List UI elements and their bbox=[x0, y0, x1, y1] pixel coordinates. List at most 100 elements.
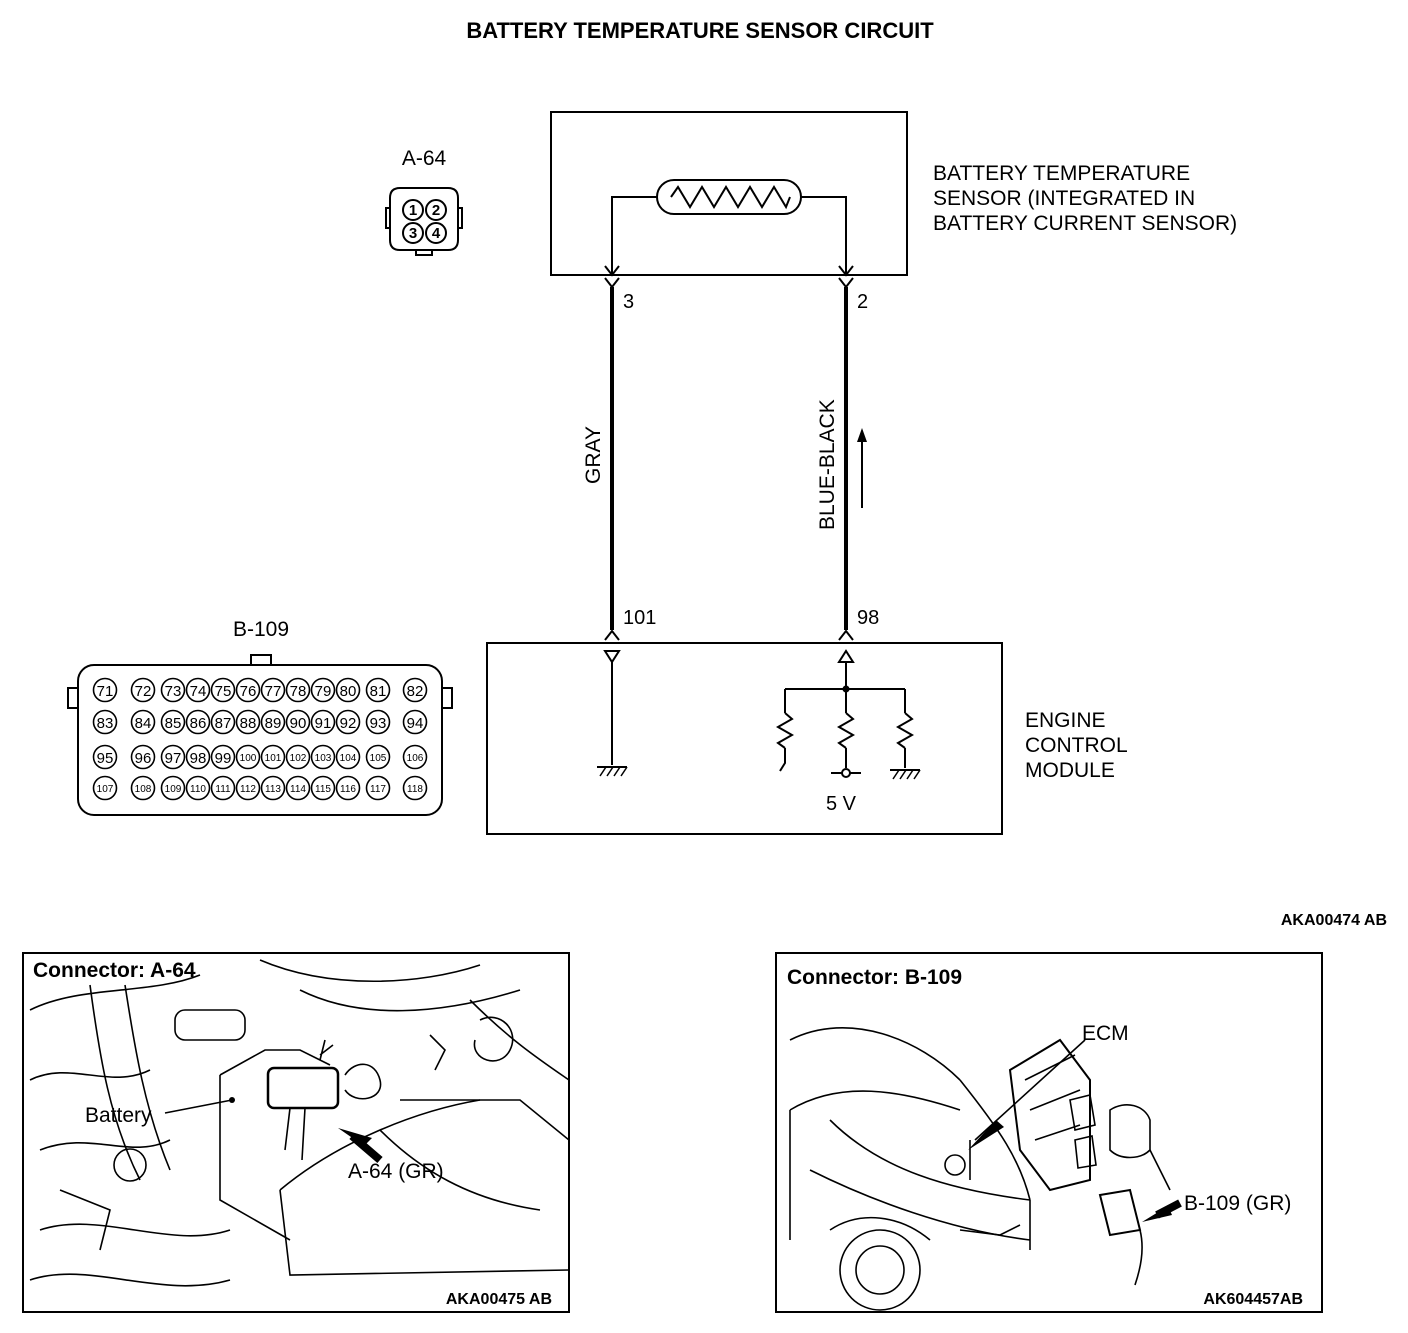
current-flow-arrow bbox=[857, 428, 867, 508]
connector-b109-pin-circle bbox=[130, 677, 156, 703]
panel-b109-connector-callout: B-109 (GR) bbox=[1184, 1192, 1291, 1215]
connector-b109-pin-circle bbox=[160, 744, 186, 770]
ecm-box bbox=[486, 629, 1003, 835]
connector-b109-pin-circle bbox=[92, 744, 118, 770]
connector-b109-pin: 85 bbox=[165, 715, 182, 732]
connector-b109-pin-circle bbox=[402, 744, 428, 770]
connector-b109-pin-circle bbox=[210, 775, 236, 801]
connector-b109-pin: 87 bbox=[215, 715, 232, 732]
diagram-reference: AKA00474 AB bbox=[1281, 912, 1387, 929]
connector-b109-pin: 105 bbox=[370, 753, 387, 764]
connector-b109-pin-circle bbox=[210, 709, 236, 735]
panel-b109-reference: AK604457AB bbox=[1203, 1291, 1303, 1308]
connector-b109-pin-circle bbox=[402, 709, 428, 735]
connector-b109-pin: 78 bbox=[290, 683, 307, 700]
connector-b109-pin-circle bbox=[92, 775, 118, 801]
engine-bay-illustration bbox=[29, 959, 569, 1287]
connector-b109-pin: 111 bbox=[215, 784, 231, 795]
connector-b109-face bbox=[67, 654, 453, 816]
connector-b109-pin-circle bbox=[92, 709, 118, 735]
connector-b109-pin-circle bbox=[185, 677, 211, 703]
connector-b109-pin: 81 bbox=[370, 683, 387, 700]
connector-b109-pin: 103 bbox=[315, 753, 332, 764]
connector-b109-pin: 99 bbox=[215, 750, 232, 767]
connector-b109-pin: 80 bbox=[340, 683, 357, 700]
connector-b109-pin: 114 bbox=[290, 784, 306, 795]
connector-a64-pin: 1 bbox=[409, 202, 417, 219]
ecm-pin-left: 101 bbox=[623, 607, 656, 629]
connector-b109-pin-circle bbox=[235, 677, 261, 703]
connector-b109-pin: 117 bbox=[370, 784, 386, 795]
connector-b109-pin: 97 bbox=[165, 750, 182, 767]
connector-b109-pin: 113 bbox=[265, 784, 281, 795]
connector-a64-pin: 2 bbox=[432, 202, 440, 219]
connector-b109-pin: 88 bbox=[240, 715, 257, 732]
panel-a64-title: Connector: A-64 bbox=[33, 959, 196, 982]
connector-b109-pin: 92 bbox=[340, 715, 357, 732]
connector-b109-pin: 101 bbox=[265, 753, 282, 764]
sensor-pin-left: 3 bbox=[623, 291, 634, 313]
connector-b109-pin-circle bbox=[92, 677, 118, 703]
ecm-voltage: 5 V bbox=[826, 793, 857, 815]
ecm-label: ENGINE CONTROL MODULE bbox=[1025, 709, 1133, 782]
ecm-label-line-1: ENGINE bbox=[1025, 709, 1106, 732]
connector-b109-pin: 100 bbox=[240, 753, 257, 764]
connector-b109-pin-circle bbox=[310, 744, 336, 770]
connector-b109-pin-circle bbox=[130, 709, 156, 735]
connector-a64-face bbox=[385, 187, 463, 256]
panel-connector-b109 bbox=[775, 952, 1323, 1313]
connector-b109-pin-circle bbox=[365, 744, 391, 770]
connector-b109-pin: 116 bbox=[340, 784, 356, 795]
connector-b109-label: B-109 bbox=[233, 618, 289, 641]
connector-b109-pin-circle bbox=[335, 744, 361, 770]
connector-b109-pin-circle bbox=[260, 744, 286, 770]
connector-b109-pin-circle bbox=[285, 775, 311, 801]
sensor-box bbox=[550, 111, 908, 289]
connector-b109-pin: 84 bbox=[135, 715, 152, 732]
ecm-label-line-2: CONTROL bbox=[1025, 734, 1127, 757]
page-title: BATTERY TEMPERATURE SENSOR CIRCUIT bbox=[466, 18, 934, 43]
connector-b109-pin-circle bbox=[235, 744, 261, 770]
connector-b109-pin-circle bbox=[235, 775, 261, 801]
connector-b109-pin: 96 bbox=[135, 750, 152, 767]
connector-b109-pin: 75 bbox=[215, 683, 232, 700]
connector-b109-pin-circle bbox=[260, 709, 286, 735]
sensor-pin-right: 2 bbox=[857, 291, 868, 313]
panel-a64-reference: AKA00475 AB bbox=[446, 1291, 552, 1308]
connector-b109-pin: 82 bbox=[407, 683, 424, 700]
connector-b109-pin-circle bbox=[402, 775, 428, 801]
panel-b109-title: Connector: B-109 bbox=[787, 966, 962, 989]
connector-b109-pin: 94 bbox=[407, 715, 424, 732]
connector-b109-pin: 79 bbox=[315, 683, 332, 700]
connector-a64-pin: 4 bbox=[432, 225, 441, 242]
connector-b109-pin-circle bbox=[365, 775, 391, 801]
connector-b109-pin-circle bbox=[335, 677, 361, 703]
connector-b109-pin: 95 bbox=[97, 750, 114, 767]
connector-b109-pin-circle bbox=[365, 677, 391, 703]
connector-b109-pin: 71 bbox=[97, 683, 114, 700]
connector-b109-pin-circle bbox=[210, 744, 236, 770]
panel-connector-a64 bbox=[22, 952, 570, 1313]
connector-b109-pin: 72 bbox=[135, 683, 152, 700]
wire-blue-black-label: BLUE-BLACK bbox=[816, 399, 839, 530]
connector-b109-pin-circle bbox=[160, 709, 186, 735]
connector-b109-pin-circle bbox=[335, 775, 361, 801]
connector-b109-pin: 74 bbox=[190, 683, 207, 700]
connector-b109-pin-circle bbox=[285, 709, 311, 735]
connector-b109-pin: 86 bbox=[190, 715, 207, 732]
connector-b109-pin: 118 bbox=[407, 784, 423, 795]
connector-b109-pin-circle bbox=[365, 709, 391, 735]
connector-b109-pin: 91 bbox=[315, 715, 332, 732]
sensor-label: BATTERY TEMPERATURE SENSOR (INTEGRATED I… bbox=[933, 162, 1237, 235]
panel-a64-connector-callout: A-64 (GR) bbox=[348, 1160, 444, 1183]
connector-b109-pin: 83 bbox=[97, 715, 114, 732]
connector-b109-pin-circle bbox=[185, 775, 211, 801]
connector-b109-pin-circle bbox=[285, 677, 311, 703]
connector-b109-pin-circle bbox=[402, 677, 428, 703]
ecm-pin-right: 98 bbox=[857, 607, 879, 629]
sensor-label-line-2: SENSOR (INTEGRATED IN bbox=[933, 187, 1195, 210]
connector-b109-pin-circle bbox=[210, 677, 236, 703]
connector-b109-pin-circle bbox=[310, 709, 336, 735]
connector-b109-pin: 104 bbox=[340, 753, 357, 764]
